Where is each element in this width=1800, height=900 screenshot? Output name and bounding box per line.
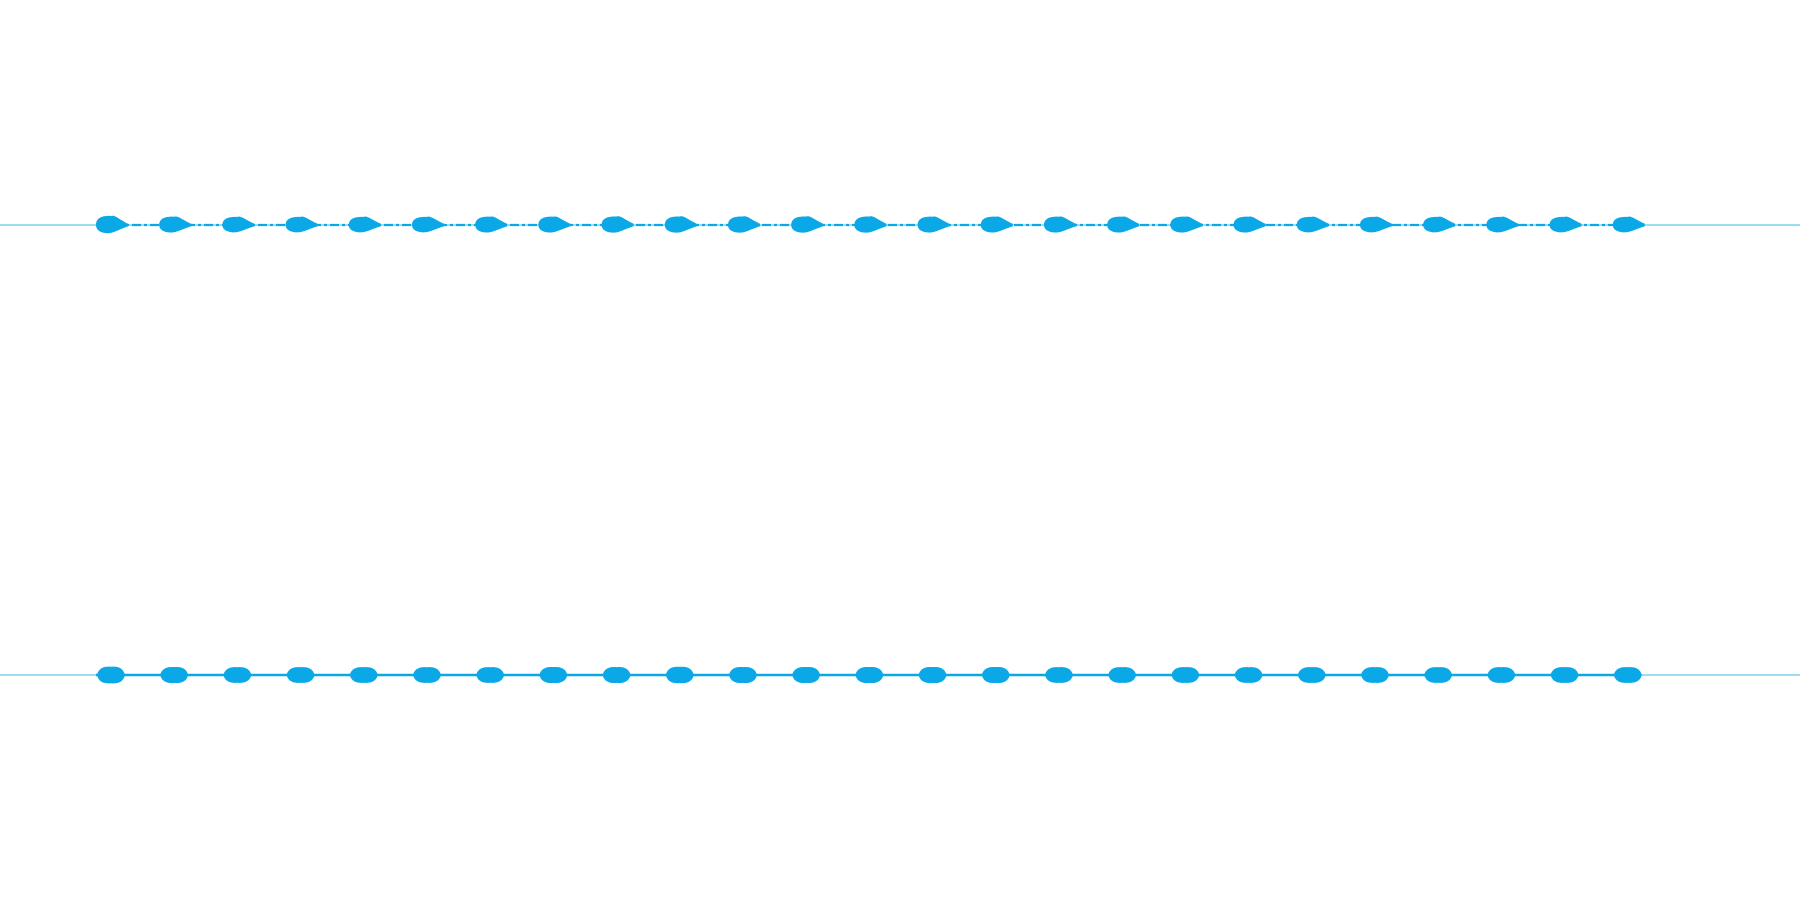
channel-2-pulse [918, 666, 947, 684]
channel-1-pulse [917, 216, 950, 233]
channel-1-pulse [1486, 216, 1519, 233]
channel-1-pulse [348, 216, 381, 233]
channel-1-pulse [1549, 216, 1582, 233]
channel-1-pulse [1423, 216, 1456, 233]
channel-2-pulse [1171, 667, 1200, 683]
channel-2-pulse [1045, 667, 1073, 683]
channel-1-pulse [1612, 216, 1645, 233]
channel-1-pulse [96, 215, 128, 234]
channel-2-pulse [476, 667, 505, 683]
channel-2-pulse [97, 666, 125, 684]
channel-2-pulse [1613, 667, 1642, 683]
channel-1-pulse [791, 216, 824, 233]
channel-2-pulse [602, 666, 631, 684]
channel-1-pulse [980, 216, 1013, 233]
channel-2 [0, 666, 1800, 684]
channel-2-pulse [539, 666, 568, 684]
channel-2-pulse [1361, 667, 1389, 683]
channel-2-pulse [981, 666, 1010, 684]
channel-2-pulse [729, 666, 757, 684]
channel-1-pulse [1107, 216, 1140, 233]
channel-1-pulse [538, 216, 571, 233]
channel-1-pulse [1233, 216, 1266, 233]
channel-2-pulse [1234, 667, 1263, 683]
channel-1-pulse [1044, 216, 1076, 233]
channel-2-pulse [1424, 667, 1453, 683]
channel-1-pulse [222, 216, 255, 233]
channel-2-pulse [1108, 667, 1137, 683]
channel-1-pulse [664, 216, 697, 233]
channel-layer [0, 215, 1800, 684]
channel-1-pulse [159, 216, 192, 233]
channel-2-pulse [1297, 667, 1326, 683]
channel-2-pulse [792, 666, 821, 684]
channel-2-pulse [855, 666, 884, 684]
channel-2-pulse [223, 667, 252, 683]
channel-1-pulse [475, 216, 508, 233]
channel-1-pulse [1170, 216, 1203, 233]
channel-2-pulse [1487, 667, 1516, 683]
channel-2-pulse [286, 667, 315, 683]
channel-1-pulse [285, 216, 318, 233]
channel-1-pulse [412, 216, 444, 233]
channel-1-pulse [1296, 216, 1329, 233]
channel-1-pulse [601, 216, 634, 233]
channel-2-pulse [413, 667, 441, 683]
channel-1 [0, 215, 1800, 234]
channel-1-pulse [728, 216, 760, 233]
channel-2-pulse [349, 667, 378, 683]
channel-1-pulse [1360, 216, 1392, 233]
channel-2-pulse [160, 666, 189, 684]
channel-2-pulse [1550, 667, 1579, 683]
channel-2-pulse [665, 666, 694, 684]
channel-1-pulse [854, 216, 887, 233]
